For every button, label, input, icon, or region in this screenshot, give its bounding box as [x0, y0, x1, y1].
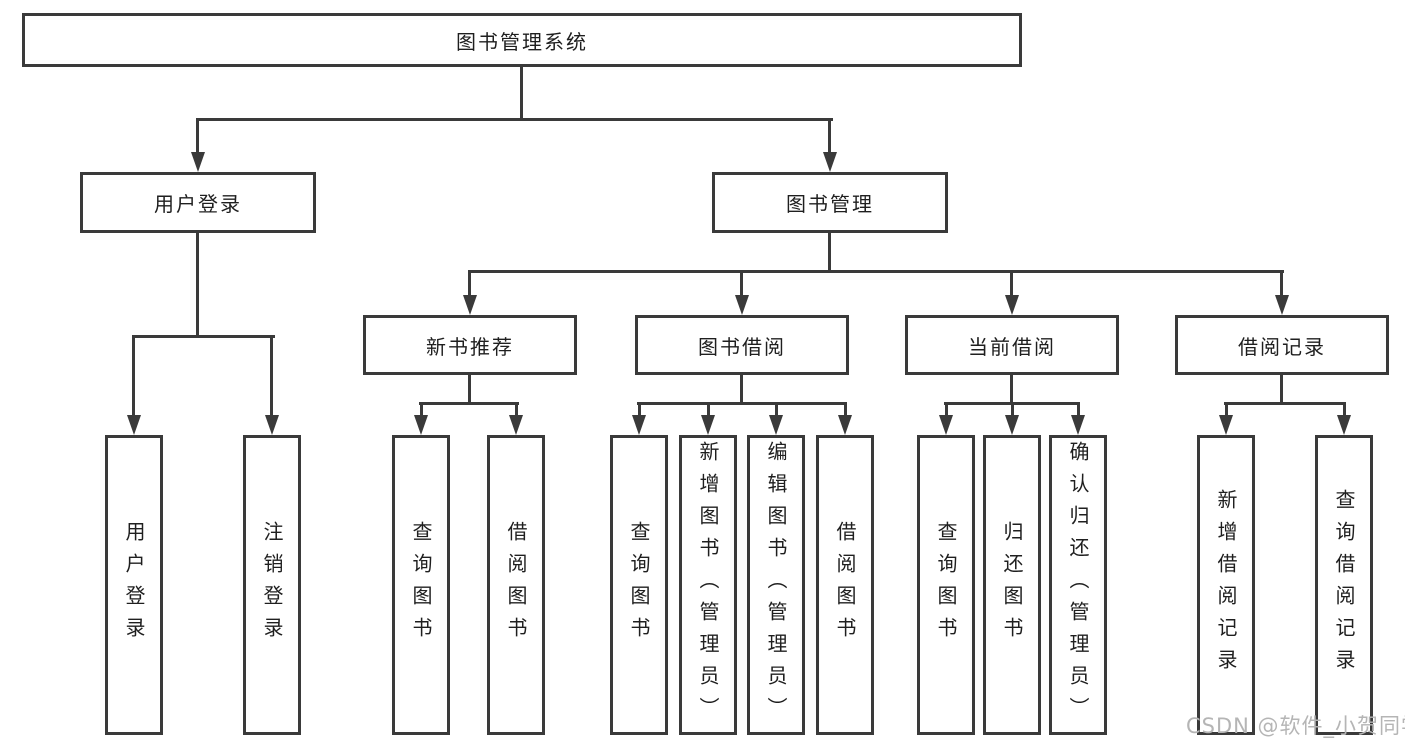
leaf-add-book-admin-label: 新增图书（管理员） [696, 441, 720, 729]
leaf-borrow-books-recommend-label: 借阅图书 [504, 521, 528, 649]
connector-user-login-stem [196, 118, 199, 155]
arrow-down-icon [127, 415, 141, 435]
connector-group3-hline [637, 402, 847, 405]
connector-leaf-stem [1077, 402, 1080, 417]
connector-leaf-stem [844, 402, 847, 417]
connector-leaf-stem [1011, 402, 1014, 417]
connector-level3-stem [468, 270, 471, 297]
arrow-down-icon [1005, 295, 1019, 315]
leaf-logout-label: 注销登录 [260, 521, 284, 649]
node-new-book-recommend: 新书推荐 [363, 315, 577, 375]
leaf-confirm-return-admin: 确认归还（管理员） [1049, 435, 1107, 735]
connector-leaf-stem [945, 402, 948, 417]
arrow-down-icon [769, 415, 783, 435]
leaf-query-borrow-record-label: 查询借阅记录 [1332, 489, 1356, 681]
connector-group3-stem [740, 375, 743, 404]
arrow-down-icon [463, 295, 477, 315]
connector-leaf-stem [132, 335, 135, 417]
connector-leaf-stem [420, 402, 423, 417]
arrow-down-icon [414, 415, 428, 435]
connector-group5-stem [1280, 375, 1283, 404]
leaf-return-book-label: 归还图书 [1000, 521, 1024, 649]
arrow-down-icon [838, 415, 852, 435]
leaf-query-borrow-record: 查询借阅记录 [1315, 435, 1373, 735]
leaf-user-login-label: 用户登录 [122, 521, 146, 649]
leaf-query-books-current-label: 查询图书 [934, 521, 958, 649]
arrow-down-icon [823, 152, 837, 172]
connector-leaf-stem [270, 335, 273, 417]
connector-user-login-down [196, 233, 199, 337]
leaf-return-book: 归还图书 [983, 435, 1041, 735]
connector-leaf-stem [638, 402, 641, 417]
connector-leaf-stem [1225, 402, 1228, 417]
node-borrow-record-label: 借阅记录 [1238, 334, 1326, 359]
arrow-down-icon [265, 415, 279, 435]
leaf-query-books-recommend-label: 查询图书 [409, 521, 433, 649]
arrow-down-icon [1005, 415, 1019, 435]
connector-group2-stem [468, 375, 471, 404]
connector-level1-hline [196, 118, 833, 121]
leaf-borrow-books-recommend: 借阅图书 [487, 435, 545, 735]
leaf-query-books-recommend: 查询图书 [392, 435, 450, 735]
leaf-add-borrow-record-label: 新增借阅记录 [1214, 489, 1238, 681]
node-book-management-label: 图书管理 [786, 192, 874, 216]
arrow-down-icon [632, 415, 646, 435]
leaf-borrow-books: 借阅图书 [816, 435, 874, 735]
leaf-user-login: 用户登录 [105, 435, 163, 735]
leaf-edit-book-admin-label: 编辑图书（管理员） [764, 441, 788, 729]
node-borrow-record: 借阅记录 [1175, 315, 1389, 375]
csdn-watermark: CSDN @软件_小贺同学 [1186, 714, 1405, 738]
leaf-confirm-return-admin-label: 确认归还（管理员） [1066, 441, 1090, 729]
connector-group4-stem [1010, 375, 1013, 404]
arrow-down-icon [509, 415, 523, 435]
arrow-down-icon [1337, 415, 1351, 435]
arrow-down-icon [191, 152, 205, 172]
leaf-query-books-borrow: 查询图书 [610, 435, 668, 735]
node-root: 图书管理系统 [22, 13, 1022, 67]
connector-group2-hline [419, 402, 519, 405]
node-book-borrow: 图书借阅 [635, 315, 849, 375]
leaf-add-book-admin: 新增图书（管理员） [679, 435, 737, 735]
connector-leaf-stem [1343, 402, 1346, 417]
connector-leaf-stem [515, 402, 518, 417]
leaf-add-borrow-record: 新增借阅记录 [1197, 435, 1255, 735]
connector-group1-hline [132, 335, 275, 338]
connector-level2-hline [468, 270, 1284, 273]
leaf-borrow-books-label: 借阅图书 [833, 521, 857, 649]
connector-leaf-stem [707, 402, 710, 417]
node-current-borrow: 当前借阅 [905, 315, 1119, 375]
node-book-management: 图书管理 [712, 172, 948, 233]
connector-level3-stem [1280, 270, 1283, 297]
leaf-logout: 注销登录 [243, 435, 301, 735]
arrow-down-icon [1219, 415, 1233, 435]
leaf-edit-book-admin: 编辑图书（管理员） [747, 435, 805, 735]
node-new-book-recommend-label: 新书推荐 [426, 334, 514, 359]
arrow-down-icon [735, 295, 749, 315]
arrow-down-icon [1275, 295, 1289, 315]
connector-level3-stem [740, 270, 743, 297]
node-user-login: 用户登录 [80, 172, 316, 233]
node-book-borrow-label: 图书借阅 [698, 334, 786, 359]
arrow-down-icon [701, 415, 715, 435]
leaf-query-books-borrow-label: 查询图书 [627, 521, 651, 649]
connector-level3-stem [1010, 270, 1013, 297]
connector-book-management-stem [828, 118, 831, 155]
node-user-login-label: 用户登录 [154, 192, 242, 216]
connector-book-management-down [828, 233, 831, 273]
connector-root-stem [520, 67, 523, 121]
leaf-query-books-current: 查询图书 [917, 435, 975, 735]
arrow-down-icon [939, 415, 953, 435]
node-root-label: 图书管理系统 [456, 29, 588, 54]
node-current-borrow-label: 当前借阅 [968, 334, 1056, 359]
arrow-down-icon [1071, 415, 1085, 435]
connector-group5-hline [1224, 402, 1346, 405]
connector-leaf-stem [775, 402, 778, 417]
